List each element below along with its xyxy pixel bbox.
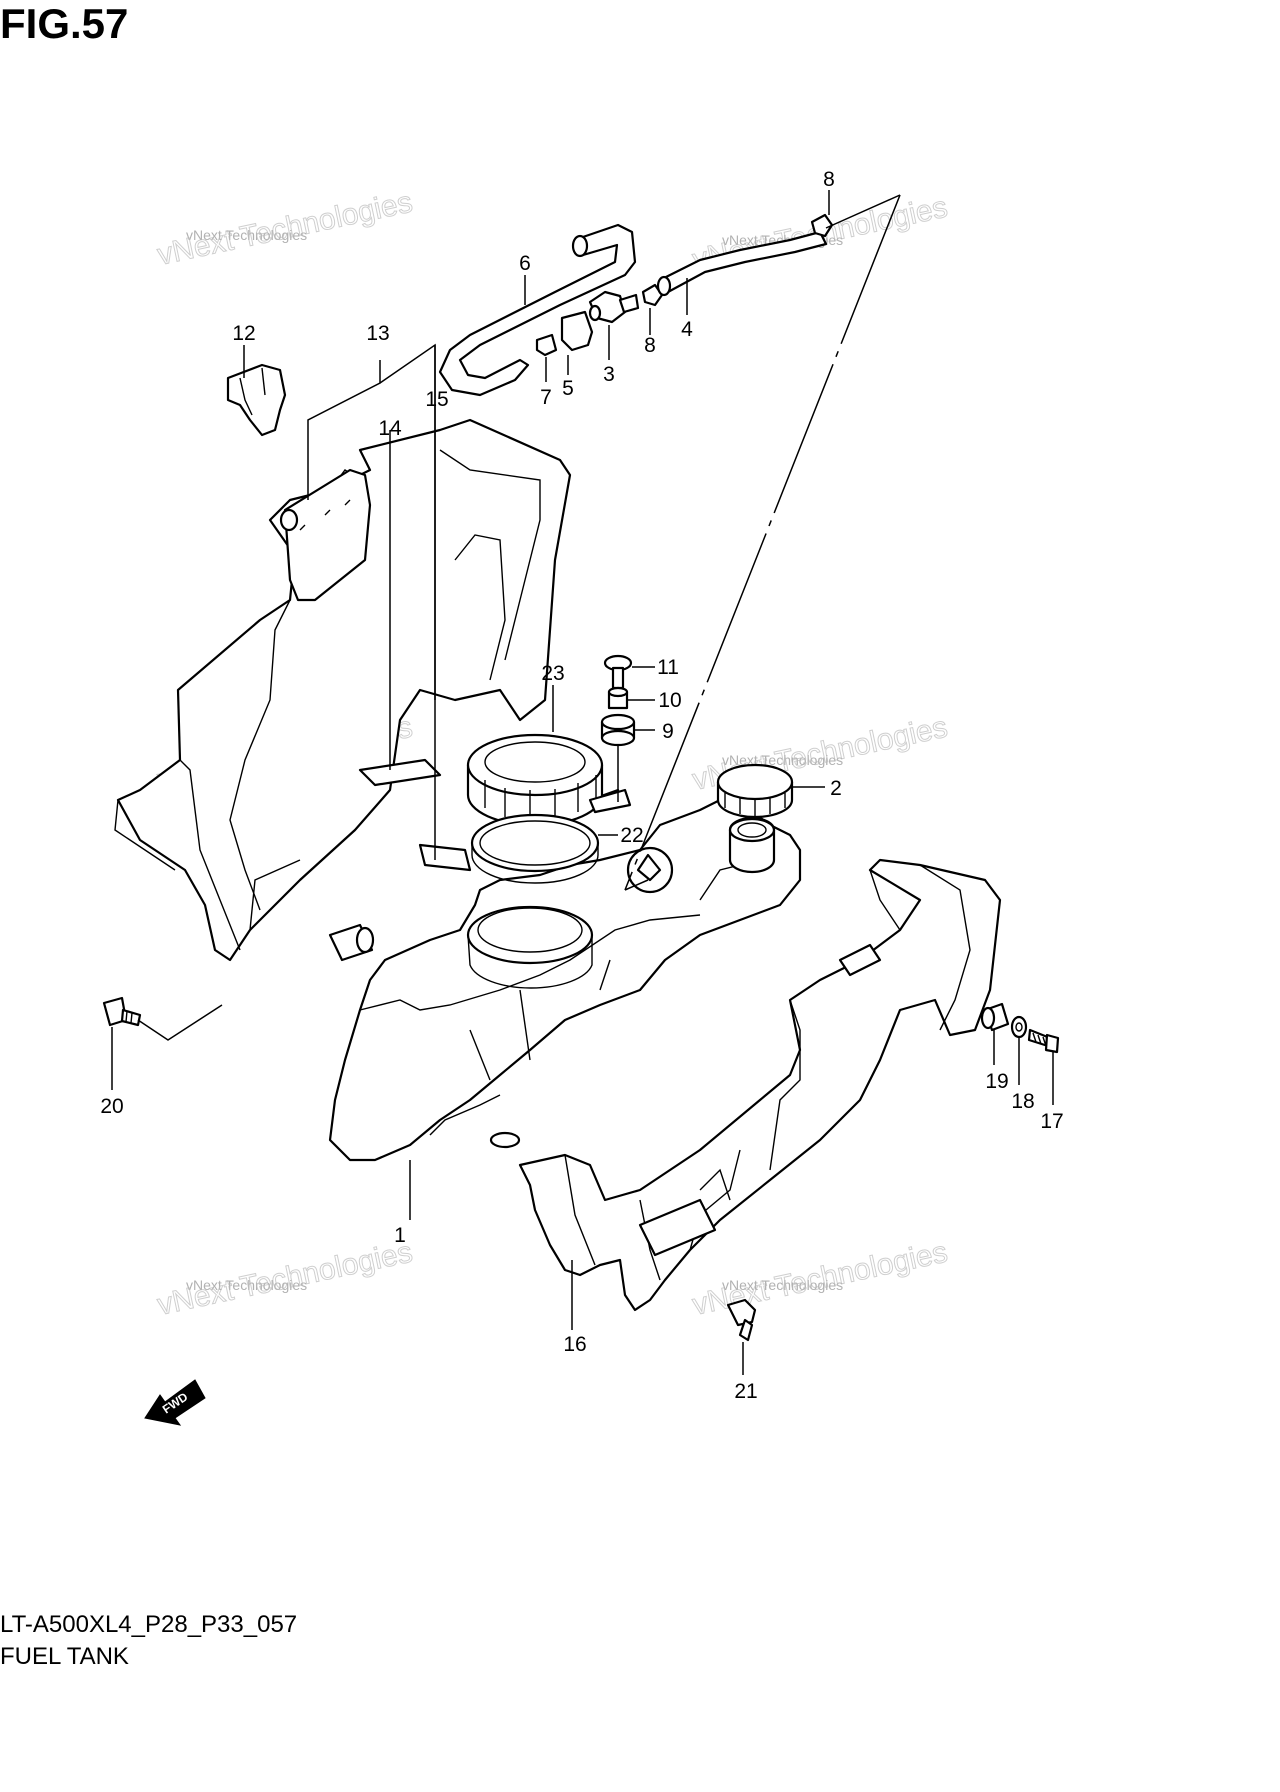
- callout-8-lower: 8: [644, 334, 656, 357]
- pad: [358, 758, 442, 787]
- watermark-text: vNext Technologies: [722, 1277, 843, 1293]
- cushion-12: [226, 363, 287, 437]
- watermark-text: vNext Technologies: [186, 227, 307, 243]
- callout-23: 23: [541, 662, 564, 685]
- figure-code: LT-A500XL4_P28_P33_057: [0, 1611, 297, 1638]
- callout-10: 10: [658, 689, 681, 712]
- callouts: 1 2 3 4 5 6 7 8 8 9 10 11 12 13 14 15 16…: [100, 168, 1063, 1403]
- clip-5: [560, 310, 594, 352]
- washer-18: [1010, 1015, 1028, 1039]
- clamp-8-upper: [810, 213, 834, 238]
- callout-21: 21: [734, 1380, 757, 1403]
- lock-ring-23: [466, 733, 604, 827]
- callout-22: 22: [620, 824, 643, 847]
- callout-15: 15: [425, 388, 448, 411]
- fuel-tank: [328, 788, 802, 1162]
- callout-17: 17: [1040, 1110, 1063, 1133]
- callout-11: 11: [657, 656, 679, 679]
- right-side-cover: [518, 858, 1002, 1312]
- callout-5: 5: [562, 377, 574, 400]
- leader-lines: [111, 190, 1054, 1375]
- bolt-11: [603, 654, 633, 690]
- callout-1: 1: [394, 1224, 406, 1247]
- gasket-22: [470, 813, 600, 884]
- left-side-cover: [114, 418, 572, 962]
- bracket: [588, 788, 632, 814]
- callout-4: 4: [681, 318, 693, 341]
- clip-21: [726, 1298, 757, 1342]
- clamp-8: [641, 283, 664, 307]
- callout-16: 16: [563, 1333, 586, 1356]
- collar-19: [980, 1002, 1010, 1032]
- fuel-cap-2: [716, 763, 794, 819]
- callout-12: 12: [232, 322, 255, 345]
- watermark-text: vNext Technologies: [186, 1277, 307, 1293]
- callout-2: 2: [830, 777, 842, 800]
- callout-9: 9: [662, 720, 674, 743]
- callout-18: 18: [1011, 1090, 1034, 1113]
- callout-6: 6: [519, 252, 531, 275]
- clamp-7: [535, 333, 558, 357]
- grommet-9: [600, 713, 636, 747]
- callout-7: 7: [540, 386, 552, 409]
- callout-8-upper: 8: [823, 168, 835, 191]
- bolt-17: [1027, 1028, 1060, 1054]
- callout-13: 13: [366, 322, 389, 345]
- callout-20: 20: [100, 1095, 123, 1118]
- callout-19: 19: [985, 1070, 1008, 1093]
- fwd-arrow-icon: FWD: [144, 1379, 206, 1426]
- bolt-20: [102, 996, 142, 1027]
- valve-3: [588, 290, 640, 324]
- callout-3: 3: [603, 363, 615, 386]
- figure-name: FUEL TANK: [0, 1643, 129, 1670]
- pad: [418, 843, 472, 872]
- hose-6: [438, 223, 637, 397]
- callout-14: 14: [378, 417, 402, 440]
- hose-4: [656, 230, 828, 297]
- figure-title: FIG.57: [0, 0, 128, 47]
